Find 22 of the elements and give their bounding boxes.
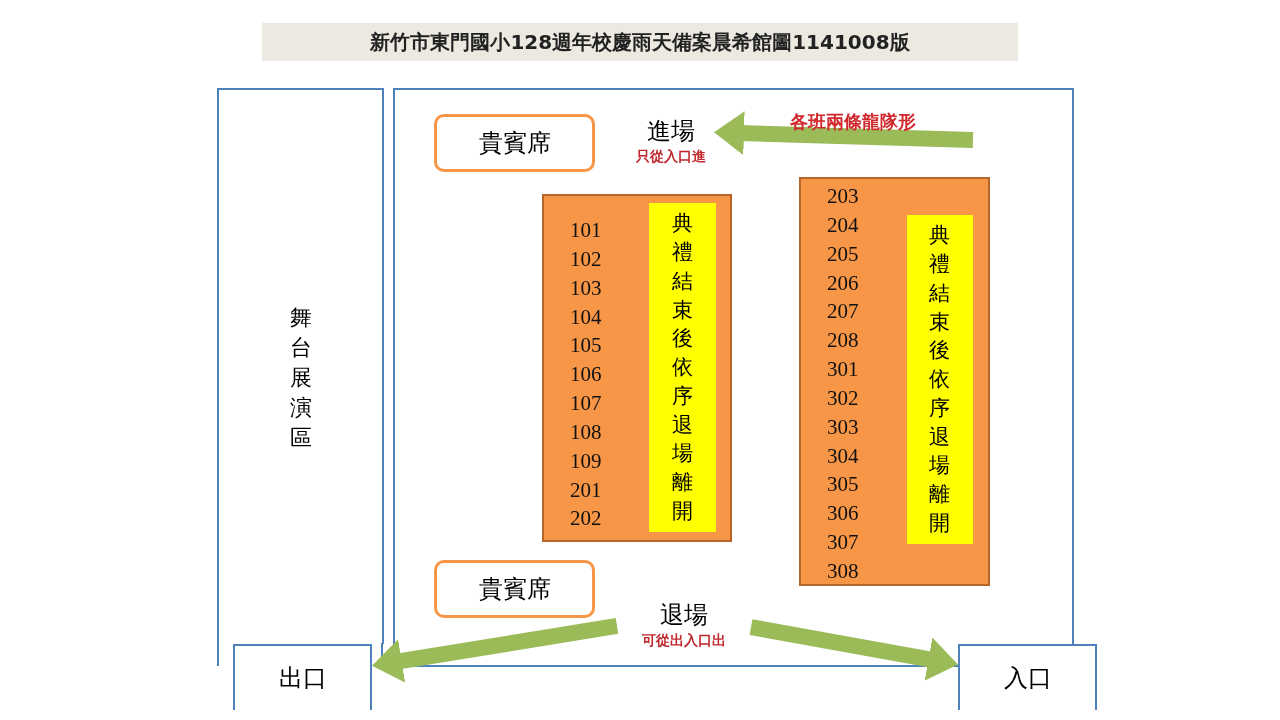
class-number-list: 101 102 103 104 105 106 107 108 109 201 202 <box>570 216 614 534</box>
arrow <box>714 111 974 156</box>
arrow <box>749 619 958 681</box>
guest-seat-box: 貴賓席 <box>434 114 595 172</box>
note-text: 只從入口進 <box>633 148 709 166</box>
class-number-list: 203 204 205 206 207 208 301 302 303 304 305 306 307 308 <box>827 182 871 586</box>
edge-label: 各班兩條龍隊形 <box>790 110 916 134</box>
title-banner: 新竹市東門國小128週年校慶雨天備案晨希館圖1141008版 <box>262 23 1018 61</box>
door-box: 入口 <box>958 644 1097 710</box>
stage-label: 舞台展演區 <box>288 304 313 452</box>
stage-area <box>217 88 384 644</box>
door-box: 出口 <box>233 644 372 710</box>
arrow <box>372 618 619 683</box>
guest-seat-box: 貴賓席 <box>434 560 595 618</box>
notice-text: 典禮結束後依序退場離開 <box>928 222 951 538</box>
seating-block <box>799 177 990 586</box>
seating-block <box>542 194 732 542</box>
area-label: 退場 <box>617 598 751 632</box>
area-label: 進場 <box>628 114 714 148</box>
notice-box <box>649 203 716 532</box>
notice-box <box>907 215 973 544</box>
notice-text: 典禮結束後依序退場離開 <box>671 210 694 526</box>
